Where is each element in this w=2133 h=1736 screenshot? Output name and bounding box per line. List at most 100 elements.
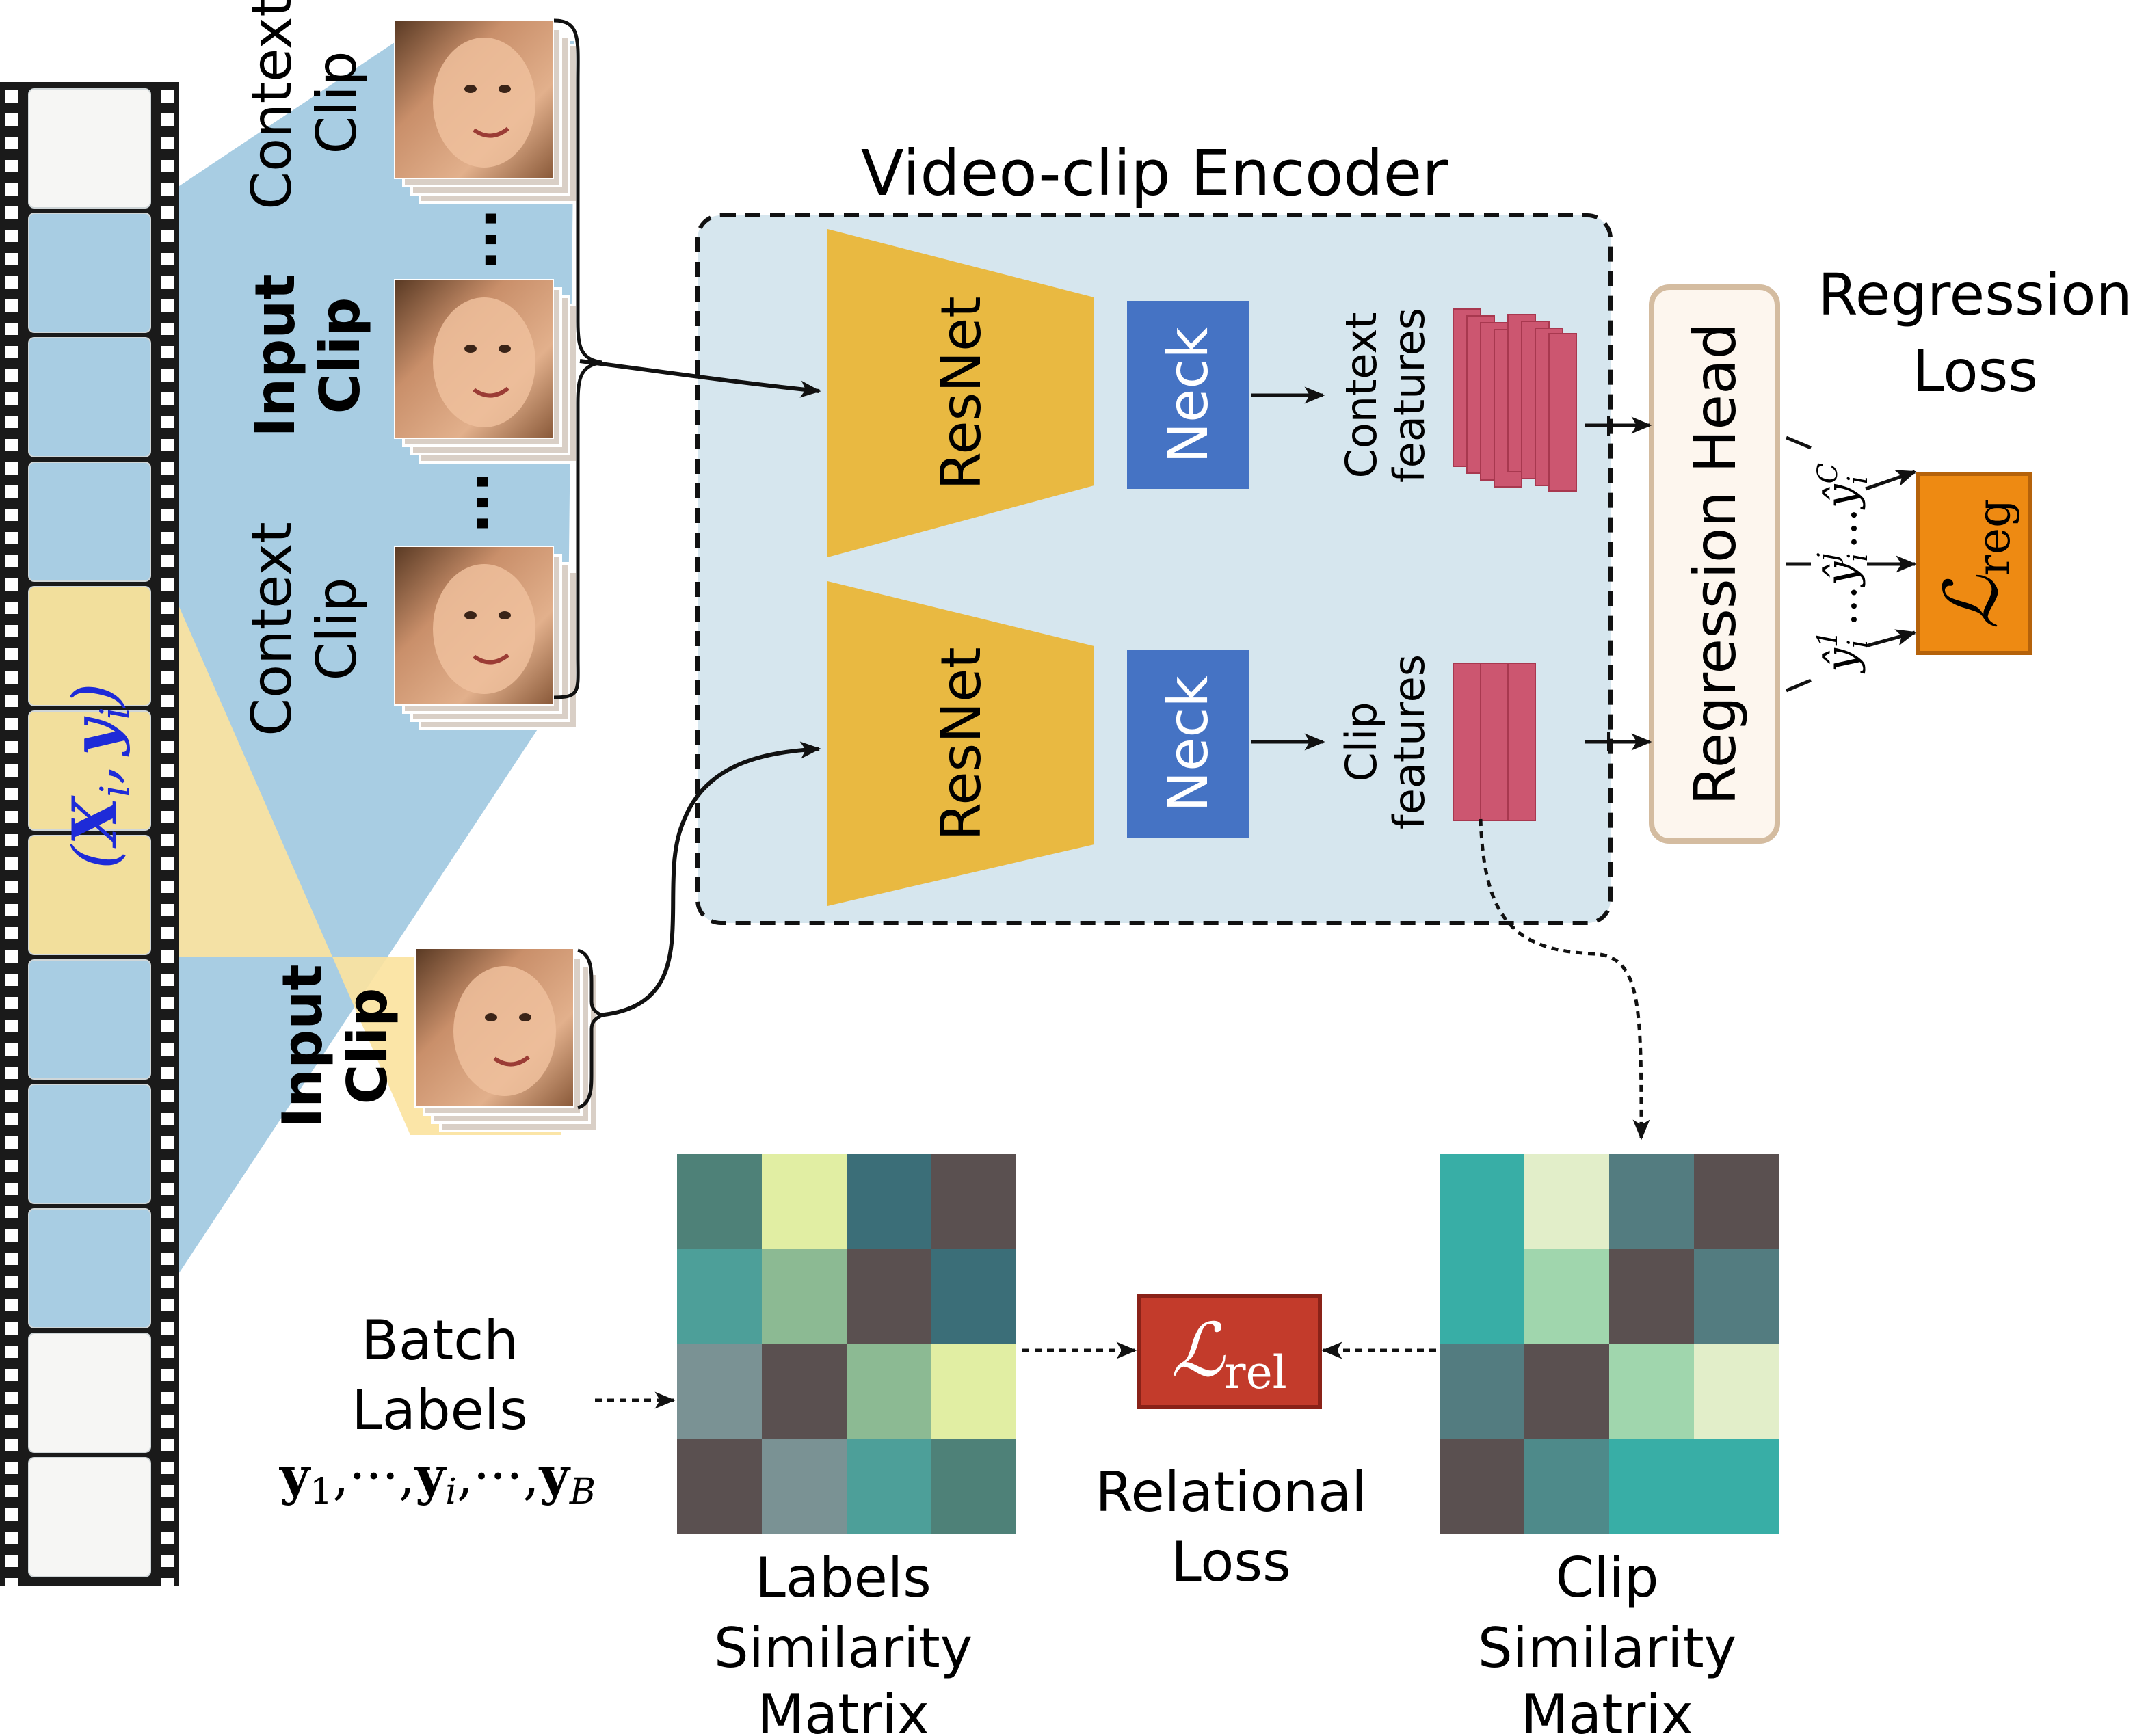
film-hole [5, 1020, 18, 1032]
film-hole [161, 369, 174, 382]
matrix-cell [1609, 1249, 1694, 1344]
sample-label-text: (Xi,yi) [59, 683, 138, 869]
ellipsis-middle: ... [437, 471, 501, 533]
film-hole [161, 1415, 174, 1428]
film-frame [28, 337, 151, 457]
film-hole [161, 416, 174, 428]
film-hole [161, 555, 174, 567]
pred-y-1: ŷ [1816, 647, 1866, 674]
film-hole [5, 671, 18, 684]
matrix-cell [847, 1344, 931, 1439]
matrix-cell [1694, 1439, 1779, 1534]
tick-pred-top [1786, 436, 1812, 450]
film-frame [28, 88, 151, 209]
film-hole [5, 1322, 18, 1335]
labels-matrix-caption-line1: Labels [755, 1546, 931, 1610]
film-frame [28, 710, 151, 831]
film-hole [5, 392, 18, 405]
film-hole [161, 1253, 174, 1265]
context-clip-bottom-label: Context Clip [240, 522, 369, 736]
film-strip [0, 82, 179, 1590]
input-clip-bottom-line1: Input [271, 964, 334, 1127]
sample-open-paren: ( [59, 844, 131, 869]
film-hole [161, 439, 174, 451]
film-hole [161, 1136, 174, 1149]
regression-loss-title-line1: Regression [1818, 261, 2132, 328]
batch-sep2: ,···, [457, 1445, 540, 1506]
film-hole [161, 788, 174, 800]
film-perforations-left [5, 90, 18, 1590]
clip-feature-bars [1453, 663, 1536, 821]
resnet-bottom-label-wrap: ResNet [929, 647, 993, 840]
film-hole [5, 1392, 18, 1404]
arrow-pred-top [1865, 470, 1917, 491]
lreg-main: ℒ [1929, 574, 2015, 629]
film-hole [161, 1206, 174, 1218]
labels-matrix-caption-line2: Similarity [714, 1616, 972, 1680]
film-hole [5, 1532, 18, 1544]
regression-head-label-wrap: Regression Head [1682, 323, 1749, 805]
film-hole [161, 1439, 174, 1451]
film-frame [28, 835, 151, 955]
film-hole [161, 974, 174, 986]
regression-loss-symbol-text: ℒreg [1929, 499, 2020, 630]
matrix-cell [762, 1249, 847, 1344]
neck-bottom [1127, 650, 1249, 838]
film-hole [5, 90, 18, 103]
film-hole [161, 671, 174, 684]
film-hole [5, 788, 18, 800]
film-hole [161, 1322, 174, 1335]
film-hole [5, 369, 18, 382]
film-hole [5, 602, 18, 614]
film-hole [5, 718, 18, 730]
film-frames [28, 88, 151, 1577]
pred-y-c: ŷ [1816, 483, 1866, 510]
film-hole [161, 718, 174, 730]
film-hole [161, 1346, 174, 1358]
film-hole [161, 881, 174, 893]
context-features-label: Context features [1336, 308, 1434, 483]
arrow-context-to-resnet [579, 359, 821, 398]
film-hole [5, 1346, 18, 1358]
film-hole [161, 764, 174, 777]
matrix-cell [1524, 1249, 1609, 1344]
film-hole [5, 811, 18, 823]
film-hole [161, 1160, 174, 1172]
film-frame [28, 586, 151, 706]
film-hole [5, 1508, 18, 1521]
film-hole [5, 1160, 18, 1172]
film-hole [5, 1229, 18, 1242]
film-hole [5, 1555, 18, 1567]
film-hole [5, 974, 18, 986]
matrix-cell [1609, 1439, 1694, 1534]
film-hole [161, 1229, 174, 1242]
batch-yb: y [539, 1445, 571, 1506]
batch-subi: i [445, 1471, 457, 1512]
film-hole [5, 1299, 18, 1311]
film-frame [28, 213, 151, 333]
batch-caption-line1: Batch [361, 1309, 518, 1372]
context-clip-top-line2: Clip [305, 51, 369, 154]
film-frame [28, 1084, 151, 1204]
film-perforations-right [161, 90, 174, 1590]
film-hole [5, 578, 18, 591]
relational-caption-line1: Relational [1096, 1460, 1367, 1524]
resnet-top [827, 229, 1094, 557]
film-frame [28, 959, 151, 1080]
film-hole [161, 1578, 174, 1590]
film-hole [161, 1299, 174, 1311]
context-clip-top-label: Context Clip [240, 0, 369, 210]
film-hole [5, 741, 18, 753]
film-hole [161, 1508, 174, 1521]
film-hole [161, 602, 174, 614]
input-clip-top-stack [394, 279, 579, 464]
film-hole [5, 206, 18, 219]
matrix-cell [1524, 1344, 1609, 1439]
film-hole [5, 183, 18, 196]
matrix-cell [1609, 1154, 1694, 1249]
clip-matrix-caption-line1: Clip [1555, 1546, 1658, 1610]
batch-caption-line2: Labels [352, 1378, 528, 1442]
neck-top-label-wrap: Neck [1156, 327, 1220, 464]
context-clip-top-stack [394, 19, 579, 204]
film-hole [5, 764, 18, 777]
